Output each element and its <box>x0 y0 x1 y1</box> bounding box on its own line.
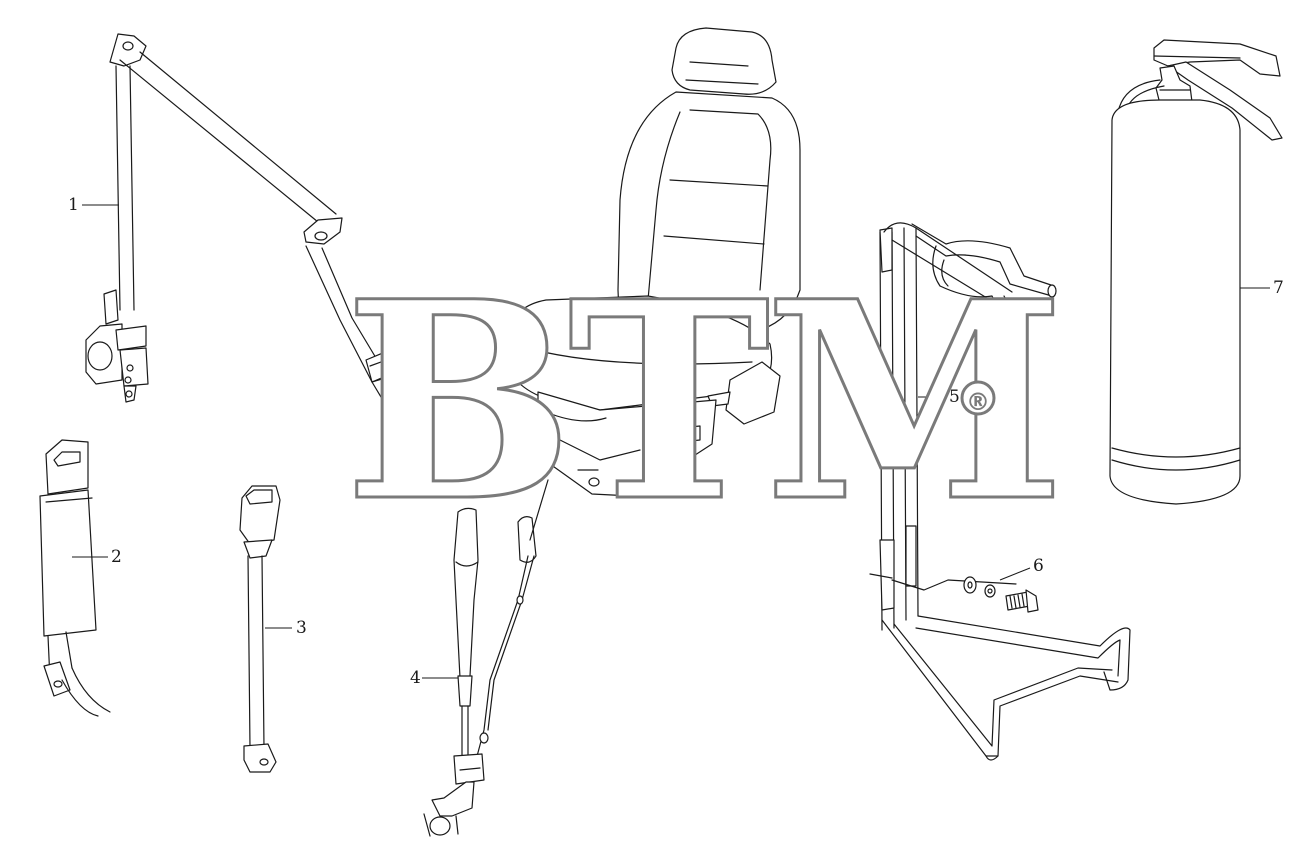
bolt-set-part <box>963 576 1039 613</box>
extinguisher-bracket-part <box>869 222 1131 761</box>
leader-lines <box>72 204 1270 679</box>
callout-1: 1 <box>68 195 79 215</box>
extinguisher-part <box>1109 39 1283 505</box>
registered-mark: ® <box>966 388 990 416</box>
cable-buckle-part <box>423 479 549 837</box>
callout-4: 4 <box>410 668 421 688</box>
short-buckle-part <box>239 485 281 773</box>
callout-2: 2 <box>111 547 122 567</box>
seat-belt-retractor-part <box>85 33 411 403</box>
callout-3: 3 <box>296 618 307 638</box>
callout-5: 5 <box>949 387 960 407</box>
callout-7: 7 <box>1273 278 1284 298</box>
seat-part <box>511 27 801 497</box>
registered-mark-circle <box>960 380 996 416</box>
watermark-logo: BTM <box>344 243 1059 562</box>
callout-6: 6 <box>1033 556 1044 576</box>
long-buckle-part <box>39 439 111 717</box>
watermark: BTM ® <box>343 242 1067 564</box>
